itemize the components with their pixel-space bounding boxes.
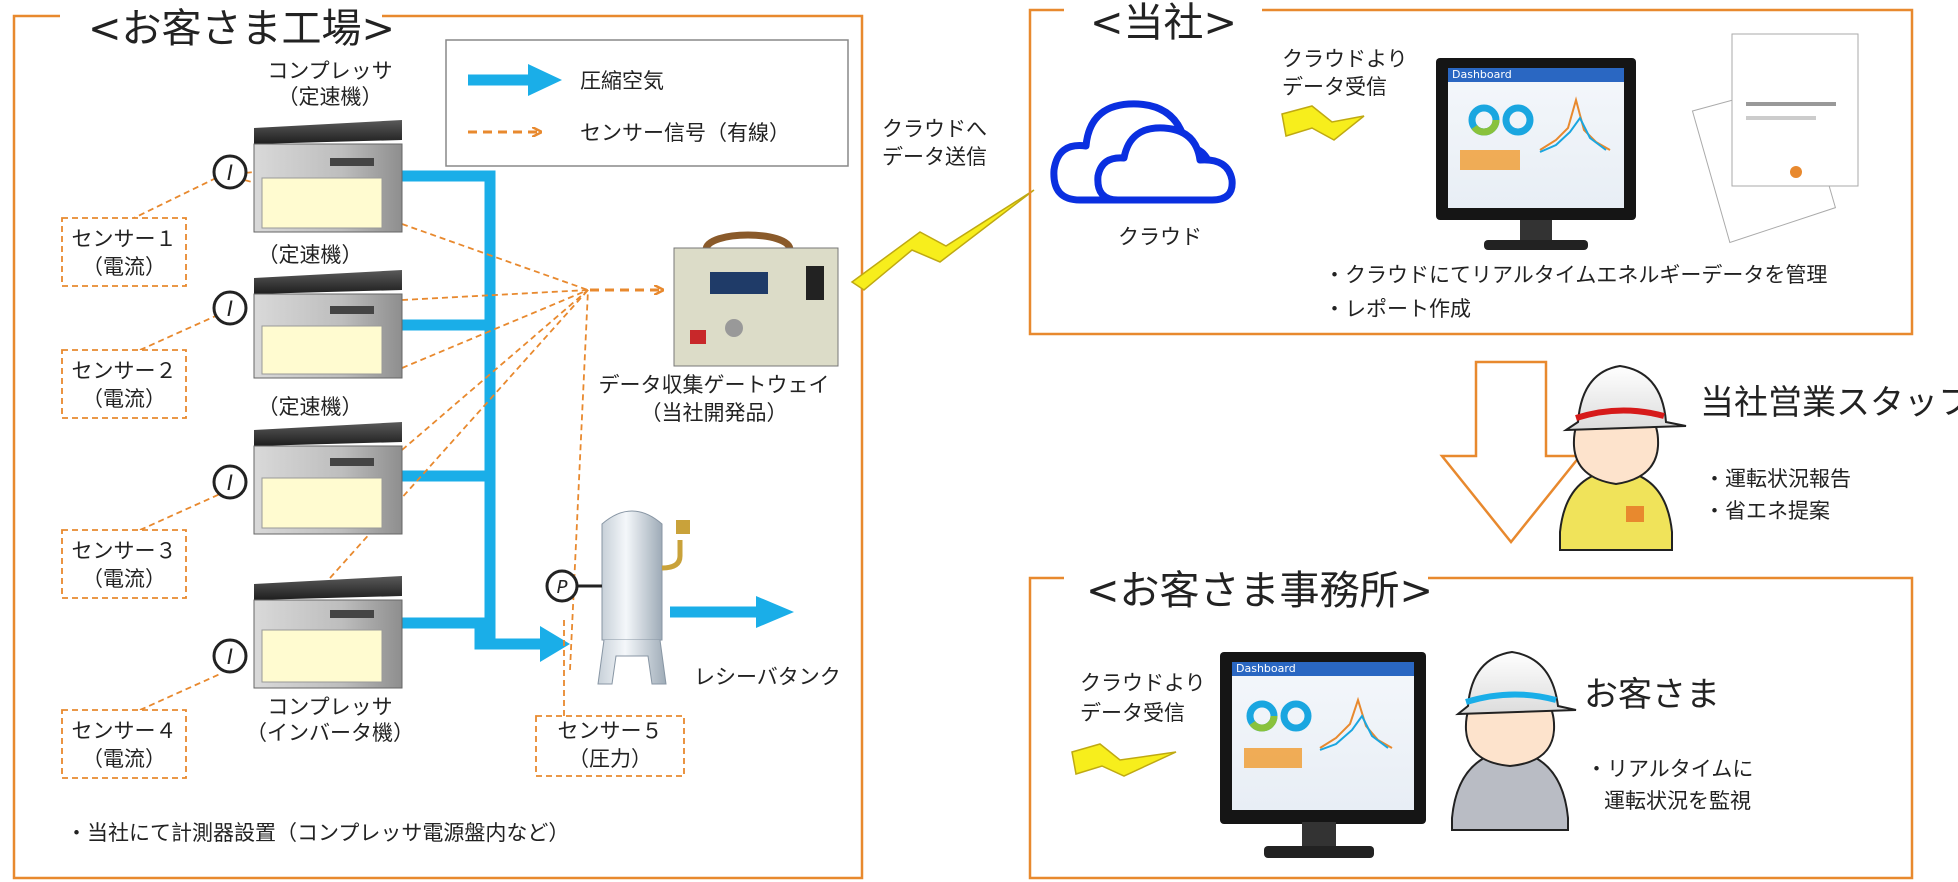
gateway-label-1: データ収集ゲートウェイ [599, 373, 830, 397]
gateway-device [673, 231, 839, 367]
air-arrow-to-tank [540, 626, 570, 662]
svg-text:センサー３: センサー３ [72, 539, 177, 563]
compressor-2-label: （定速機） [258, 243, 363, 267]
svg-text:センサー２: センサー２ [72, 359, 177, 383]
compressor-top-label-1: コンプレッサ [267, 59, 392, 83]
compressor-2 [253, 270, 403, 379]
compressor-bottom-label-1: コンプレッサ [267, 695, 392, 719]
air-arrow-out [756, 596, 794, 628]
company-monitor [1436, 58, 1636, 250]
report-document [1691, 33, 1859, 244]
customer-avatar [1451, 650, 1577, 831]
cloud-send-label-1: クラウドへ [882, 117, 987, 141]
company-receive-label-2: データ受信 [1282, 75, 1387, 99]
factory-frame [12, 14, 864, 880]
office-receive-label-1: クラウドより [1080, 671, 1206, 695]
svg-text:センサー４: センサー４ [72, 719, 177, 743]
compressor-3-label: （定速機） [258, 395, 363, 419]
svg-text:（電流）: （電流） [82, 747, 166, 771]
company-bullet-1: ・クラウドにてリアルタイムエネルギーデータを管理 [1324, 263, 1827, 287]
company-frame [1028, 8, 1914, 336]
receiver-tank [597, 510, 690, 685]
sensor-symbol-3: I [212, 464, 248, 500]
factory-title: <お客さま工場> [88, 6, 395, 52]
svg-text:I: I [227, 471, 233, 495]
sensor-symbol-4: I [212, 638, 248, 674]
company-dashboard-label: Dashboard [1452, 68, 1512, 81]
office-frame [1028, 576, 1914, 880]
company-title: <当社> [1090, 0, 1237, 46]
compressor-top-label-2: （定速機） [278, 85, 383, 109]
svg-text:センサー１: センサー１ [72, 227, 177, 251]
office-lightning-icon [1071, 743, 1177, 777]
staff-bullet-2: ・省エネ提案 [1704, 499, 1830, 523]
lightning-bolt-icon [850, 189, 1035, 291]
customer-title: お客さま [1584, 675, 1720, 715]
office-monitor [1220, 652, 1426, 858]
svg-text:（電流）: （電流） [82, 387, 166, 411]
svg-text:（電流）: （電流） [82, 567, 166, 591]
office-title: <お客さま事務所> [1086, 568, 1433, 614]
office-bullet-2: 運転状況を監視 [1604, 789, 1751, 813]
company-lightning-icon [1281, 105, 1365, 141]
sensor-box-4: センサー４ （電流） [61, 709, 187, 779]
svg-text:（電流）: （電流） [82, 255, 166, 279]
tank-label: レシーバタンク [694, 665, 841, 689]
office-bullet-1: ・リアルタイムに [1586, 757, 1753, 781]
sensor-box-5: センサー５ （圧力） [535, 715, 685, 777]
sales-staff-avatar [1559, 364, 1687, 551]
svg-text:I: I [227, 645, 233, 669]
svg-text:I: I [227, 161, 233, 185]
compressor-1 [253, 120, 403, 233]
cloud-label: クラウド [1118, 225, 1202, 249]
sensor-box-3: センサー３ （電流） [61, 529, 187, 599]
sensor-signal-lines [129, 171, 589, 716]
compressor-3 [253, 422, 403, 535]
legend-air-label: 圧縮空気 [580, 69, 664, 93]
staff-bullet-1: ・運転状況報告 [1704, 467, 1851, 491]
down-arrow [1439, 360, 1583, 544]
svg-text:センサー５: センサー５ [558, 719, 663, 743]
company-bullet-2: ・レポート作成 [1324, 297, 1471, 321]
legend-box [445, 39, 849, 167]
legend-sensor-label: センサー信号（有線） [580, 121, 790, 145]
svg-text:（圧力）: （圧力） [568, 747, 652, 771]
compressor-bottom-label-2: （インバータ機） [246, 721, 414, 745]
sensor-symbol-2: I [212, 290, 248, 326]
compressor-4-inverter [253, 576, 403, 689]
cloud-send-label-2: データ送信 [882, 145, 987, 169]
sensor-box-2: センサー２ （電流） [61, 349, 187, 419]
office-receive-label-2: データ受信 [1080, 701, 1185, 725]
sensor-box-1: センサー１ （電流） [61, 217, 187, 287]
pressure-sensor-symbol: P [545, 569, 602, 603]
factory-footnote: ・当社にて計測器設置（コンプレッサ電源盤内など） [66, 821, 569, 845]
air-pipes [402, 170, 760, 650]
cloud-icon [1050, 100, 1236, 204]
office-dashboard-label: Dashboard [1236, 662, 1296, 675]
gateway-label-2: （当社開発品） [641, 401, 788, 425]
svg-text:P: P [557, 577, 568, 598]
sensor-symbol-1: I [212, 154, 248, 190]
svg-text:I: I [227, 297, 233, 321]
staff-title: 当社営業スタッフ [1700, 383, 1958, 423]
company-receive-label-1: クラウドより [1282, 47, 1408, 71]
